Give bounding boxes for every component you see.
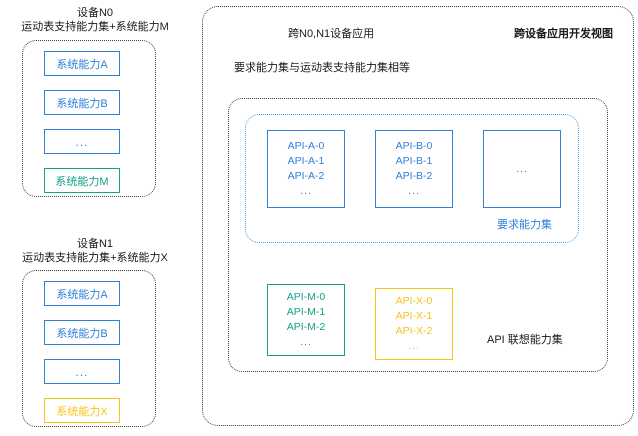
api-line: API-X-2 (395, 325, 433, 337)
union-capability-set-label: API 联想能力集 (487, 334, 563, 346)
api-line-ellipsis: ... (408, 185, 420, 197)
api-line: API-B-2 (395, 170, 433, 182)
device-n0-capability-a[interactable]: 系统能力A (44, 51, 120, 76)
api-box-more[interactable]: ... (483, 130, 561, 208)
required-capability-set-container (245, 114, 579, 243)
capability-label: 系统能力B (56, 327, 108, 340)
api-box-x[interactable]: API-X-0 API-X-1 API-X-2 ... (375, 288, 453, 360)
device-n1-capability-b[interactable]: 系统能力B (44, 320, 120, 345)
cross-device-view-title: 跨设备应用开发视图 (514, 28, 613, 40)
api-line-ellipsis: ... (300, 336, 312, 348)
api-line: API-M-2 (286, 321, 326, 333)
device-n0-capability-ellipsis[interactable]: ... (44, 129, 120, 154)
device-n0-capability-m[interactable]: 系统能力M (44, 168, 120, 193)
device-n0-title: 设备N0 运动表支持能力集+系统能力M (0, 6, 190, 34)
api-box-b[interactable]: API-B-0 API-B-1 API-B-2 ... (375, 130, 453, 208)
required-capability-set-label: 要求能力集 (497, 219, 552, 231)
device-n1-title-line1: 设备N1 (76, 238, 114, 250)
capability-label: 系统能力A (56, 288, 108, 301)
device-n0-container (22, 40, 156, 197)
api-line: API-M-1 (286, 306, 326, 318)
api-line: API-M-0 (286, 291, 326, 303)
device-n1-capability-a[interactable]: 系统能力A (44, 281, 120, 306)
capability-equality-note: 要求能力集与运动表支持能力集相等 (234, 62, 410, 74)
device-n0-title-line1: 设备N0 (76, 7, 114, 19)
api-capability-sets-container (228, 98, 608, 372)
api-line: API-B-1 (395, 155, 433, 167)
device-n1-capability-x[interactable]: 系统能力X (44, 398, 120, 423)
device-n1-capability-ellipsis[interactable]: ... (44, 359, 120, 384)
api-line-ellipsis: ... (516, 162, 528, 175)
device-n0-capability-b[interactable]: 系统能力B (44, 90, 120, 115)
capability-label: 系统能力X (56, 405, 108, 418)
capability-label: 系统能力B (56, 97, 108, 110)
device-n1-title: 设备N1 运动表支持能力集+系统能力X (0, 237, 190, 265)
device-n0-title-line2: 运动表支持能力集+系统能力M (21, 21, 169, 33)
api-line-ellipsis: ... (408, 340, 420, 352)
api-line: API-X-1 (395, 310, 433, 322)
api-line: API-A-2 (287, 170, 325, 182)
device-n1-title-line2: 运动表支持能力集+系统能力X (22, 252, 168, 264)
capability-label: ... (75, 364, 89, 379)
cross-device-app-title: 跨N0,N1设备应用 (288, 28, 375, 40)
api-line: API-B-0 (395, 140, 433, 152)
cross-device-view-container (202, 6, 634, 426)
api-box-m[interactable]: API-M-0 API-M-1 API-M-2 ... (267, 284, 345, 356)
capability-label: ... (75, 134, 89, 149)
device-n1-container (22, 270, 156, 427)
api-line: API-A-0 (287, 140, 325, 152)
api-line-ellipsis: ... (300, 185, 312, 197)
api-line: API-X-0 (395, 295, 433, 307)
capability-label: 系统能力M (55, 175, 109, 188)
api-box-a[interactable]: API-A-0 API-A-1 API-A-2 ... (267, 130, 345, 208)
capability-label: 系统能力A (56, 58, 108, 71)
api-line: API-A-1 (287, 155, 325, 167)
